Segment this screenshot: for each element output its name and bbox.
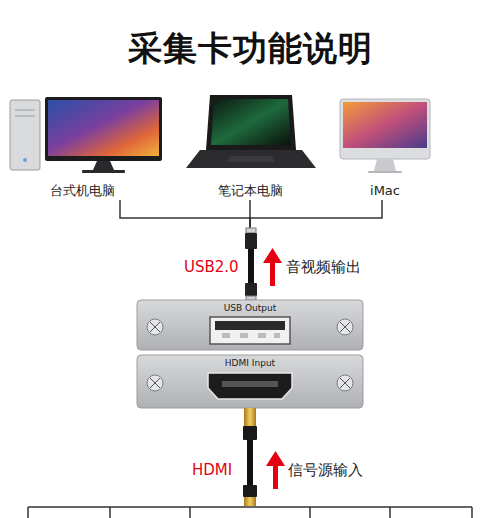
capture-card-part [150, 322, 160, 332]
node-text-group: 笔记本电脑 [187, 183, 313, 200]
capture-card [137, 300, 363, 408]
hdmi-cable-part [244, 497, 256, 506]
card-port-panel: USB Output [134, 300, 366, 350]
source-branch-lines [28, 507, 472, 518]
imac-computer-part [374, 159, 396, 171]
desktop-computer-part [93, 161, 114, 170]
source-branch-lines-part [309, 507, 311, 518]
laptop-computer-part [211, 99, 291, 145]
node-label: iMac [327, 183, 443, 200]
imac-computer-part [340, 99, 430, 159]
source-branch-lines-part [389, 507, 391, 518]
imac-computer [340, 99, 430, 173]
desktop-computer-part [45, 97, 162, 161]
imac-computer-part [343, 102, 427, 148]
computer-node: 笔记本电脑 [187, 90, 313, 200]
hdmi-input-arrow [266, 451, 285, 489]
capture-card-part [340, 378, 350, 388]
desktop-computer-part [10, 100, 40, 170]
capture-card-part [150, 378, 160, 388]
hdmi-cable-part [244, 408, 256, 426]
capture-card-part [208, 373, 292, 399]
usb-output-arrow-part [270, 260, 275, 286]
laptop-computer [186, 95, 316, 168]
usb-cable-part [246, 228, 256, 233]
node-text-group: 台式机电脑 [2, 183, 162, 200]
capture-card-part [222, 381, 278, 387]
capture-card-part [340, 378, 350, 388]
capture-card-part [210, 317, 290, 344]
node-text-group: USB Output [134, 303, 366, 315]
imac-computer-part [368, 171, 402, 173]
node-text-group: HDMI Input [134, 358, 366, 370]
computer-node: 台式机电脑 [2, 90, 162, 200]
capture-card-part [147, 375, 163, 391]
capture-card-part [147, 319, 163, 335]
usb-cable-part [248, 249, 254, 283]
capture-card-part [258, 333, 266, 338]
desktop-computer-part [23, 158, 27, 162]
interface-label: HDMI [192, 461, 232, 479]
usb-cable-part [246, 296, 256, 300]
usb-cable-part [245, 233, 257, 249]
desktop-computer-part [15, 110, 35, 111]
hdmi-input-arrow-part [273, 463, 278, 489]
capture-card-part [274, 333, 280, 338]
hdmi-cable [243, 408, 257, 506]
interface-label: USB2.0 [184, 258, 239, 276]
capture-card-part [340, 322, 350, 332]
source-branch-lines-part [189, 507, 191, 518]
laptop-computer-part [227, 156, 275, 162]
laptop-computer-part [206, 95, 296, 150]
hdmi-input-arrow-part [266, 451, 285, 466]
capture-card-part [222, 333, 230, 338]
capture-card-part [150, 322, 160, 332]
capture-card-part [150, 378, 160, 388]
diagram-title: 采集卡功能说明 [0, 26, 500, 72]
node-label: HDMI Input [134, 358, 366, 370]
hdmi-cable-part [243, 485, 257, 497]
source-branch-lines-part [28, 506, 472, 508]
bracket-connector [250, 200, 382, 300]
node-label: 台式机电脑 [2, 183, 162, 200]
node-label: USB Output [134, 303, 366, 315]
usb-cable [245, 228, 257, 300]
signal-direction-note: 信号源输入 [288, 461, 363, 480]
desktop-computer [10, 97, 162, 173]
bracket-connector [120, 200, 250, 300]
hdmi-cable-part [247, 440, 253, 485]
desktop-computer-part [15, 116, 35, 117]
capture-card-part [337, 319, 353, 335]
capture-card-part [337, 375, 353, 391]
node-text-group: iMac [327, 183, 443, 200]
capture-card-part [215, 321, 285, 330]
capture-card-part [340, 322, 350, 332]
usb-output-arrow-part [263, 248, 282, 263]
source-branch-lines-part [471, 507, 473, 518]
computer-node: iMac [327, 90, 443, 200]
laptop-computer-part [186, 150, 316, 168]
hdmi-cable-part [243, 426, 257, 440]
source-branch-lines-part [27, 507, 29, 518]
source-branch-lines-part [109, 507, 111, 518]
desktop-computer-part [82, 170, 125, 173]
usb-output-arrow [263, 248, 282, 286]
card-port-panel: HDMI Input [134, 355, 366, 408]
capture-card-part [240, 333, 248, 338]
usb-cable-part [245, 283, 257, 296]
desktop-computer-part [48, 100, 159, 156]
signal-direction-note: 音视频输出 [286, 258, 361, 277]
node-label: 笔记本电脑 [187, 183, 313, 200]
